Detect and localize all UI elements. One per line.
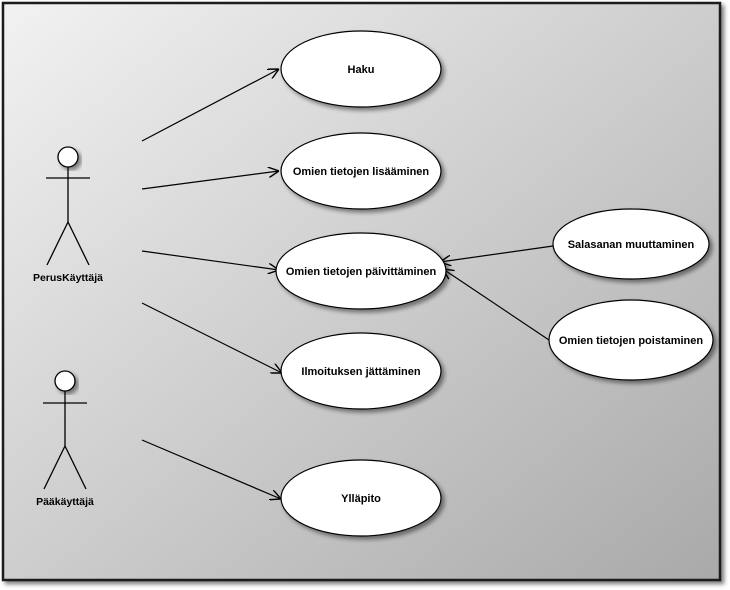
line-perus-haku bbox=[141, 69, 279, 142]
use-case-haku[interactable]: Haku bbox=[280, 30, 442, 108]
actor-perus-kayttaja[interactable]: PerusKäyttäjä bbox=[33, 146, 103, 284]
stick-figure-icon bbox=[46, 146, 90, 266]
line-poistaminen-paivittaminen bbox=[443, 269, 550, 341]
use-case-omien-tietojen-poistaminen[interactable]: Omien tietojen poistaminen bbox=[548, 299, 714, 381]
actor-paakayttaja[interactable]: Pääkäyttäjä bbox=[36, 370, 94, 508]
use-case-label: Salasanan muuttaminen bbox=[568, 239, 695, 251]
use-case-label: Ilmoituksen jättäminen bbox=[301, 366, 420, 378]
actor-label: PerusKäyttäjä bbox=[33, 272, 103, 284]
use-case-ilmoituksen-jattaminen[interactable]: Ilmoituksen jättäminen bbox=[280, 332, 442, 410]
association-lines bbox=[141, 69, 554, 499]
use-case-salasanan-muuttaminen[interactable]: Salasanan muuttaminen bbox=[552, 208, 710, 280]
use-case-label: Ylläpito bbox=[341, 493, 381, 505]
line-perus-lisaaminen bbox=[141, 171, 279, 190]
actors: PerusKäyttäjä Pääkäyttäjä bbox=[33, 146, 103, 508]
use-cases: Haku Omien tietojen lisääminen Omien tie… bbox=[275, 30, 714, 537]
line-paa-yllapito bbox=[141, 439, 281, 499]
use-case-label: Omien tietojen päivittäminen bbox=[286, 266, 437, 278]
stick-figure-icon bbox=[43, 370, 87, 490]
use-case-label: Haku bbox=[348, 64, 375, 76]
line-perus-ilmoitus bbox=[141, 302, 282, 373]
line-salasana-paivittaminen bbox=[440, 245, 554, 262]
use-case-omien-tietojen-paivittaminen[interactable]: Omien tietojen päivittäminen bbox=[275, 232, 447, 310]
actor-label: Pääkäyttäjä bbox=[36, 496, 94, 508]
use-case-label: Omien tietojen lisääminen bbox=[293, 166, 430, 178]
use-case-yllapito[interactable]: Ylläpito bbox=[280, 459, 442, 537]
use-case-label: Omien tietojen poistaminen bbox=[559, 335, 704, 347]
use-case-omien-tietojen-lisaaminen[interactable]: Omien tietojen lisääminen bbox=[280, 132, 442, 210]
line-perus-paivittaminen bbox=[141, 250, 279, 270]
